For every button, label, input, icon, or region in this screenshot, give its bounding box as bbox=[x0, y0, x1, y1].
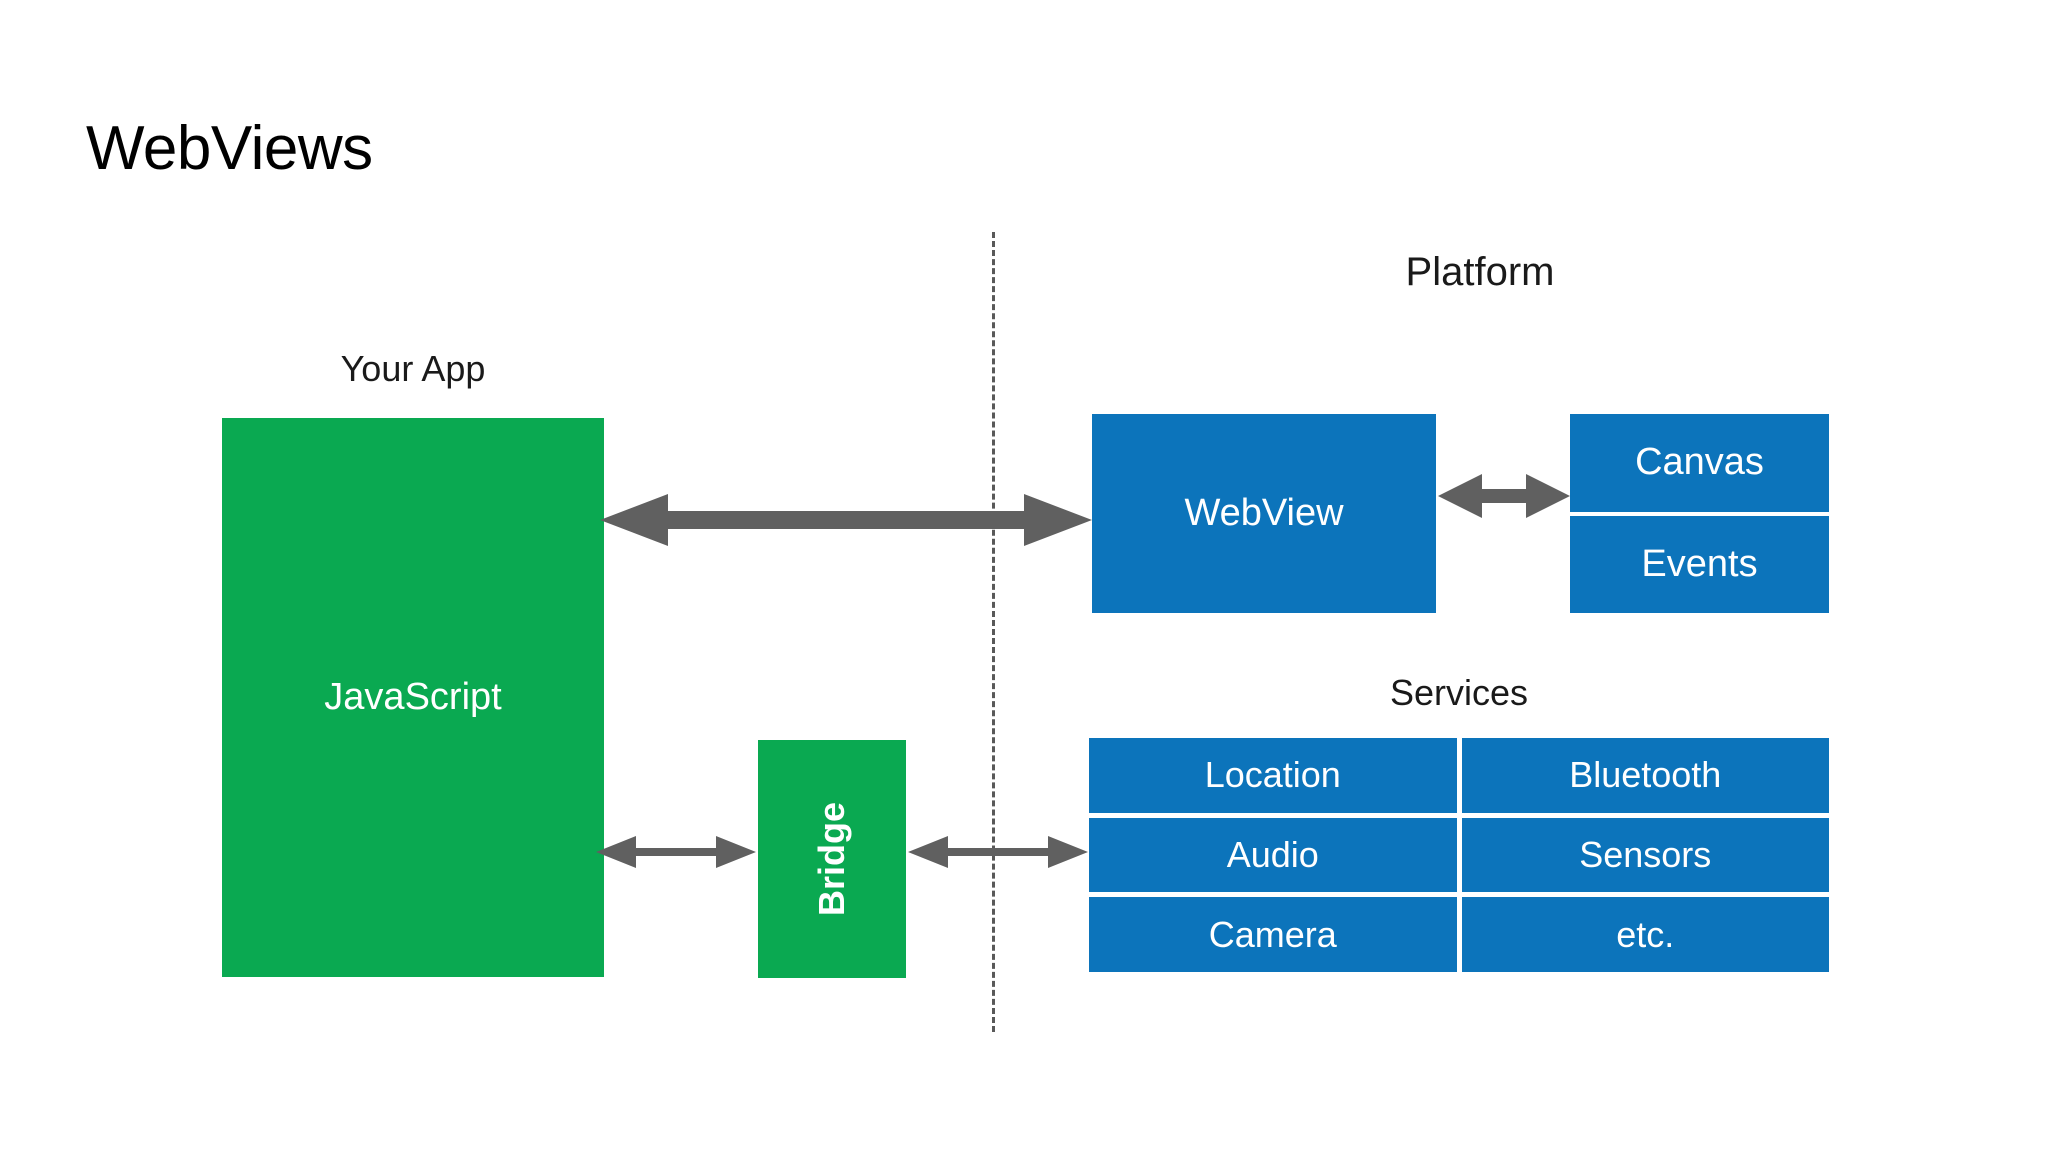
table-row: Location Bluetooth bbox=[1089, 738, 1829, 813]
webview-label: WebView bbox=[1184, 492, 1344, 534]
bridge-label: Bridge bbox=[810, 801, 852, 917]
canvas-label: Canvas bbox=[1635, 441, 1764, 484]
service-label: Audio bbox=[1226, 834, 1319, 875]
page-title: WebViews bbox=[86, 114, 373, 183]
service-label: etc. bbox=[1616, 913, 1675, 955]
app-to-webview-arrow bbox=[600, 494, 1092, 546]
service-cell-bluetooth: Bluetooth bbox=[1461, 738, 1829, 813]
service-cell-audio: Audio bbox=[1089, 817, 1457, 893]
webview-features-stack: Canvas Events bbox=[1570, 414, 1829, 613]
services-table: Location Bluetooth Audio Sensors Camera … bbox=[1089, 738, 1829, 973]
webview-box: WebView bbox=[1092, 414, 1436, 613]
javascript-app-box: JavaScript bbox=[222, 418, 604, 977]
service-cell-sensors: Sensors bbox=[1461, 817, 1829, 893]
javascript-app-label: JavaScript bbox=[324, 676, 502, 718]
service-label: Sensors bbox=[1579, 834, 1712, 875]
service-label: Bluetooth bbox=[1569, 754, 1722, 796]
service-cell-camera: Camera bbox=[1089, 897, 1457, 973]
service-cell-location: Location bbox=[1089, 738, 1457, 813]
table-row: Camera etc. bbox=[1089, 897, 1829, 973]
webview-to-features-arrow bbox=[1438, 474, 1570, 518]
canvas-cell: Canvas bbox=[1570, 414, 1829, 512]
service-cell-etc: etc. bbox=[1461, 897, 1829, 973]
services-caption: Services bbox=[1389, 672, 1529, 713]
platform-boundary-divider bbox=[992, 232, 995, 1032]
events-cell: Events bbox=[1570, 515, 1829, 613]
table-row: Audio Sensors bbox=[1089, 817, 1829, 893]
app-to-bridge-arrow bbox=[596, 836, 756, 868]
service-label: Location bbox=[1204, 754, 1341, 796]
your-app-caption: Your App bbox=[340, 348, 486, 389]
events-label: Events bbox=[1641, 542, 1758, 585]
service-label: Camera bbox=[1208, 913, 1337, 955]
bridge-box: Bridge bbox=[758, 740, 906, 978]
platform-caption: Platform bbox=[1405, 250, 1555, 294]
bridge-to-services-arrow bbox=[908, 836, 1088, 868]
